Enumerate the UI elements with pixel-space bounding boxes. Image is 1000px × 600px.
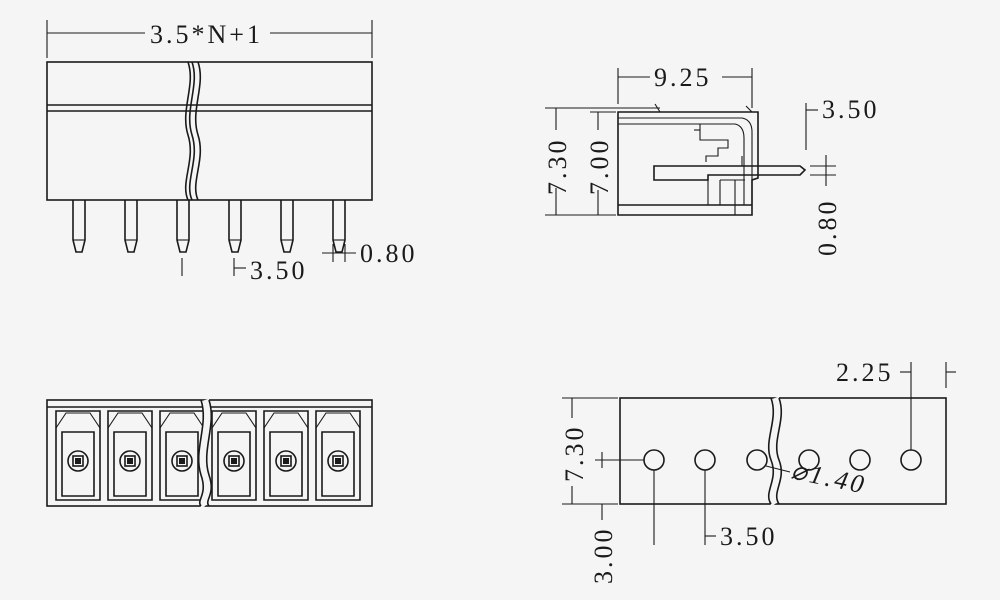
dim-pcb-pitch: 3.50 bbox=[720, 522, 778, 551]
dim-front-pitch: 3.50 bbox=[250, 256, 308, 285]
terminal-cells bbox=[55, 410, 361, 501]
dim-pcb-hole-row: 3.00 bbox=[589, 527, 618, 585]
pcb-layout: 2.25 7.30 3.00 ⌀1.40 3.50 bbox=[560, 358, 956, 584]
dim-side-height-outer: 7.30 bbox=[543, 138, 572, 196]
dim-pcb-height: 7.30 bbox=[560, 425, 589, 483]
dim-front-pin: 0.80 bbox=[360, 239, 418, 268]
dim-side-pin-thick: 0.80 bbox=[813, 199, 842, 257]
side-view: 9.25 7.30 7.00 3.50 0.80 bbox=[543, 63, 880, 257]
top-view bbox=[46, 398, 373, 509]
front-pins bbox=[72, 200, 346, 253]
pcb-holes bbox=[643, 449, 922, 471]
dim-pitch-formula: 3.5*N+1 bbox=[150, 20, 263, 49]
front-view: 3.5*N+1 3.50 0 bbox=[46, 20, 418, 285]
dim-side-height-inner: 7.00 bbox=[585, 138, 614, 196]
dim-side-width: 9.25 bbox=[654, 63, 712, 92]
dim-pcb-hole-dia: ⌀1.40 bbox=[789, 456, 870, 500]
dim-pcb-offset: 2.25 bbox=[836, 358, 894, 387]
dim-side-pin-offset: 3.50 bbox=[822, 95, 880, 124]
